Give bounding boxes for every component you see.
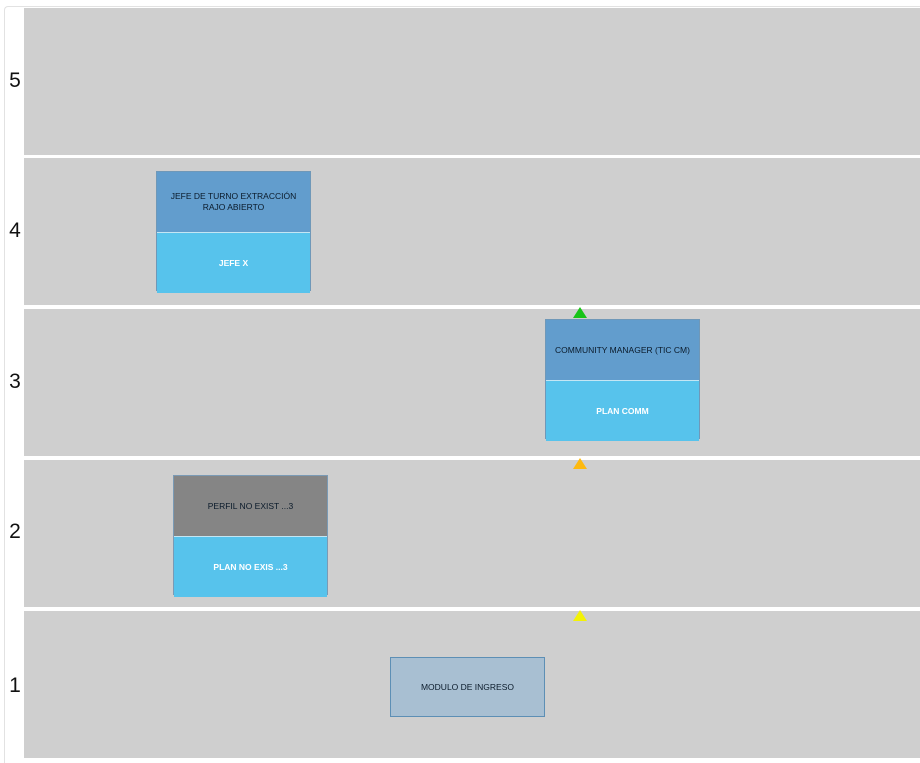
row-label-5: 5 xyxy=(9,69,21,92)
row-label-2: 2 xyxy=(9,520,21,543)
card-title: JEFE DE TURNO EXTRACCIÓN RAJO ABIERTO xyxy=(157,172,310,232)
level-band-2 xyxy=(24,460,920,607)
card-subtitle: JEFE X xyxy=(157,232,310,293)
level-band-5 xyxy=(24,8,920,155)
card-subtitle: PLAN COMM xyxy=(546,380,699,441)
level-band-3 xyxy=(24,309,920,456)
orange-triangle-marker-icon xyxy=(573,458,587,469)
row-label-4: 4 xyxy=(9,219,21,242)
profile-card-community-manager[interactable]: COMMUNITY MANAGER (TIC CM) PLAN COMM xyxy=(545,319,700,441)
profile-card-jefe-de-turno[interactable]: JEFE DE TURNO EXTRACCIÓN RAJO ABIERTO JE… xyxy=(156,171,311,293)
row-label-1: 1 xyxy=(9,674,21,697)
module-card-modulo-de-ingreso[interactable]: MODULO DE INGRESO xyxy=(390,657,545,717)
card-subtitle: PLAN NO EXIS ...3 xyxy=(174,536,327,597)
card-title: COMMUNITY MANAGER (TIC CM) xyxy=(546,320,699,380)
card-title: PERFIL NO EXIST ...3 xyxy=(174,476,327,536)
profile-card-perfil-no-exist[interactable]: PERFIL NO EXIST ...3 PLAN NO EXIS ...3 xyxy=(173,475,328,597)
row-label-3: 3 xyxy=(9,370,21,393)
diagram-frame xyxy=(4,6,920,763)
green-triangle-marker-icon xyxy=(573,307,587,318)
yellow-triangle-marker-icon xyxy=(573,610,587,621)
card-title: MODULO DE INGRESO xyxy=(420,681,515,692)
